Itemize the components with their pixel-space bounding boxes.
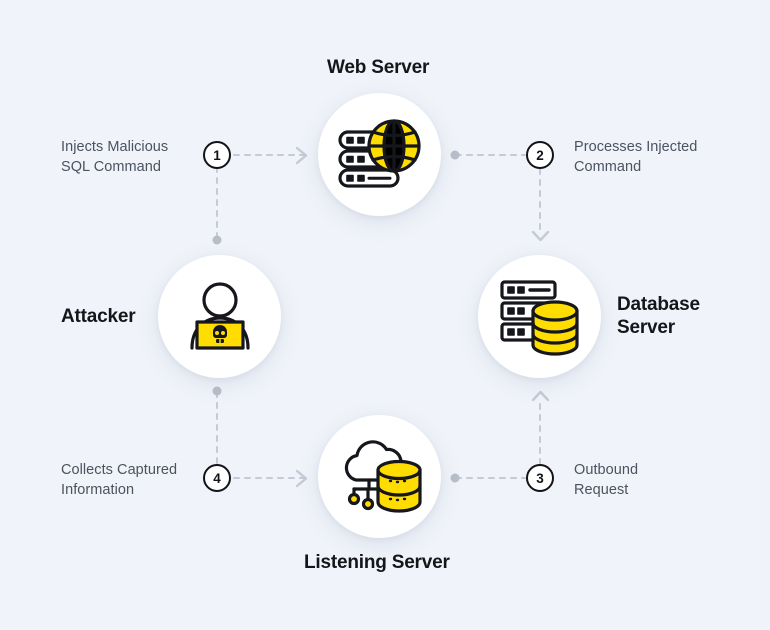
dot-webserver-right — [450, 150, 460, 160]
node-web-server[interactable] — [318, 93, 441, 216]
cloud-database-icon — [338, 437, 422, 517]
database-server-label-line2: Server — [617, 317, 675, 338]
step-label-4-line1: Collects Captured — [61, 462, 178, 478]
node-title-attacker: Attacker — [61, 305, 136, 328]
web-server-label: Web Server — [327, 57, 430, 78]
server-globe-icon — [337, 118, 423, 192]
step-label-1-line1: Injects Malicious — [61, 139, 169, 155]
step-label-2-line1: Processes Injected — [574, 139, 698, 155]
step-badge-4-number: 4 — [213, 470, 221, 486]
dot-listening-right — [450, 473, 460, 483]
attacker-label: Attacker — [61, 306, 136, 327]
step-label-4: Collects Captured Information — [61, 460, 177, 500]
arrowhead-to-database-down — [531, 230, 550, 242]
dot-attacker-bottom — [212, 386, 222, 396]
node-title-database-server: Database Server — [617, 293, 700, 339]
step-label-3: Outbound Request — [574, 460, 638, 500]
node-attacker[interactable] — [158, 255, 281, 378]
step-badge-1[interactable]: 1 — [203, 141, 231, 169]
step-label-1: Injects Malicious SQL Command — [61, 137, 168, 177]
arrowhead-to-database-up — [531, 390, 550, 402]
server-database-icon — [499, 278, 581, 356]
step-badge-3[interactable]: 3 — [526, 464, 554, 492]
listening-server-label: Listening Server — [304, 552, 450, 573]
dot-attacker-top — [212, 235, 222, 245]
database-server-label-line1: Database — [617, 294, 700, 315]
step-badge-1-number: 1 — [213, 147, 221, 163]
step-label-3-line2: Request — [574, 482, 629, 498]
step-label-3-line1: Outbound — [574, 462, 639, 478]
step-badge-2-number: 2 — [536, 147, 544, 163]
step-badge-2[interactable]: 2 — [526, 141, 554, 169]
step-label-4-line2: Information — [61, 482, 135, 498]
node-database-server[interactable] — [478, 255, 601, 378]
arrowhead-to-listening — [295, 469, 308, 488]
step-badge-4[interactable]: 4 — [203, 464, 231, 492]
node-title-listening-server: Listening Server — [304, 551, 450, 574]
attacker-laptop-skull-icon — [180, 277, 260, 357]
node-listening-server[interactable] — [318, 415, 441, 538]
step-label-1-line2: SQL Command — [61, 159, 161, 175]
step-label-2-line2: Command — [574, 159, 642, 175]
step-label-2: Processes Injected Command — [574, 137, 697, 177]
node-title-web-server: Web Server — [327, 56, 429, 79]
step-badge-3-number: 3 — [536, 470, 544, 486]
arrowhead-to-webserver — [295, 146, 308, 165]
